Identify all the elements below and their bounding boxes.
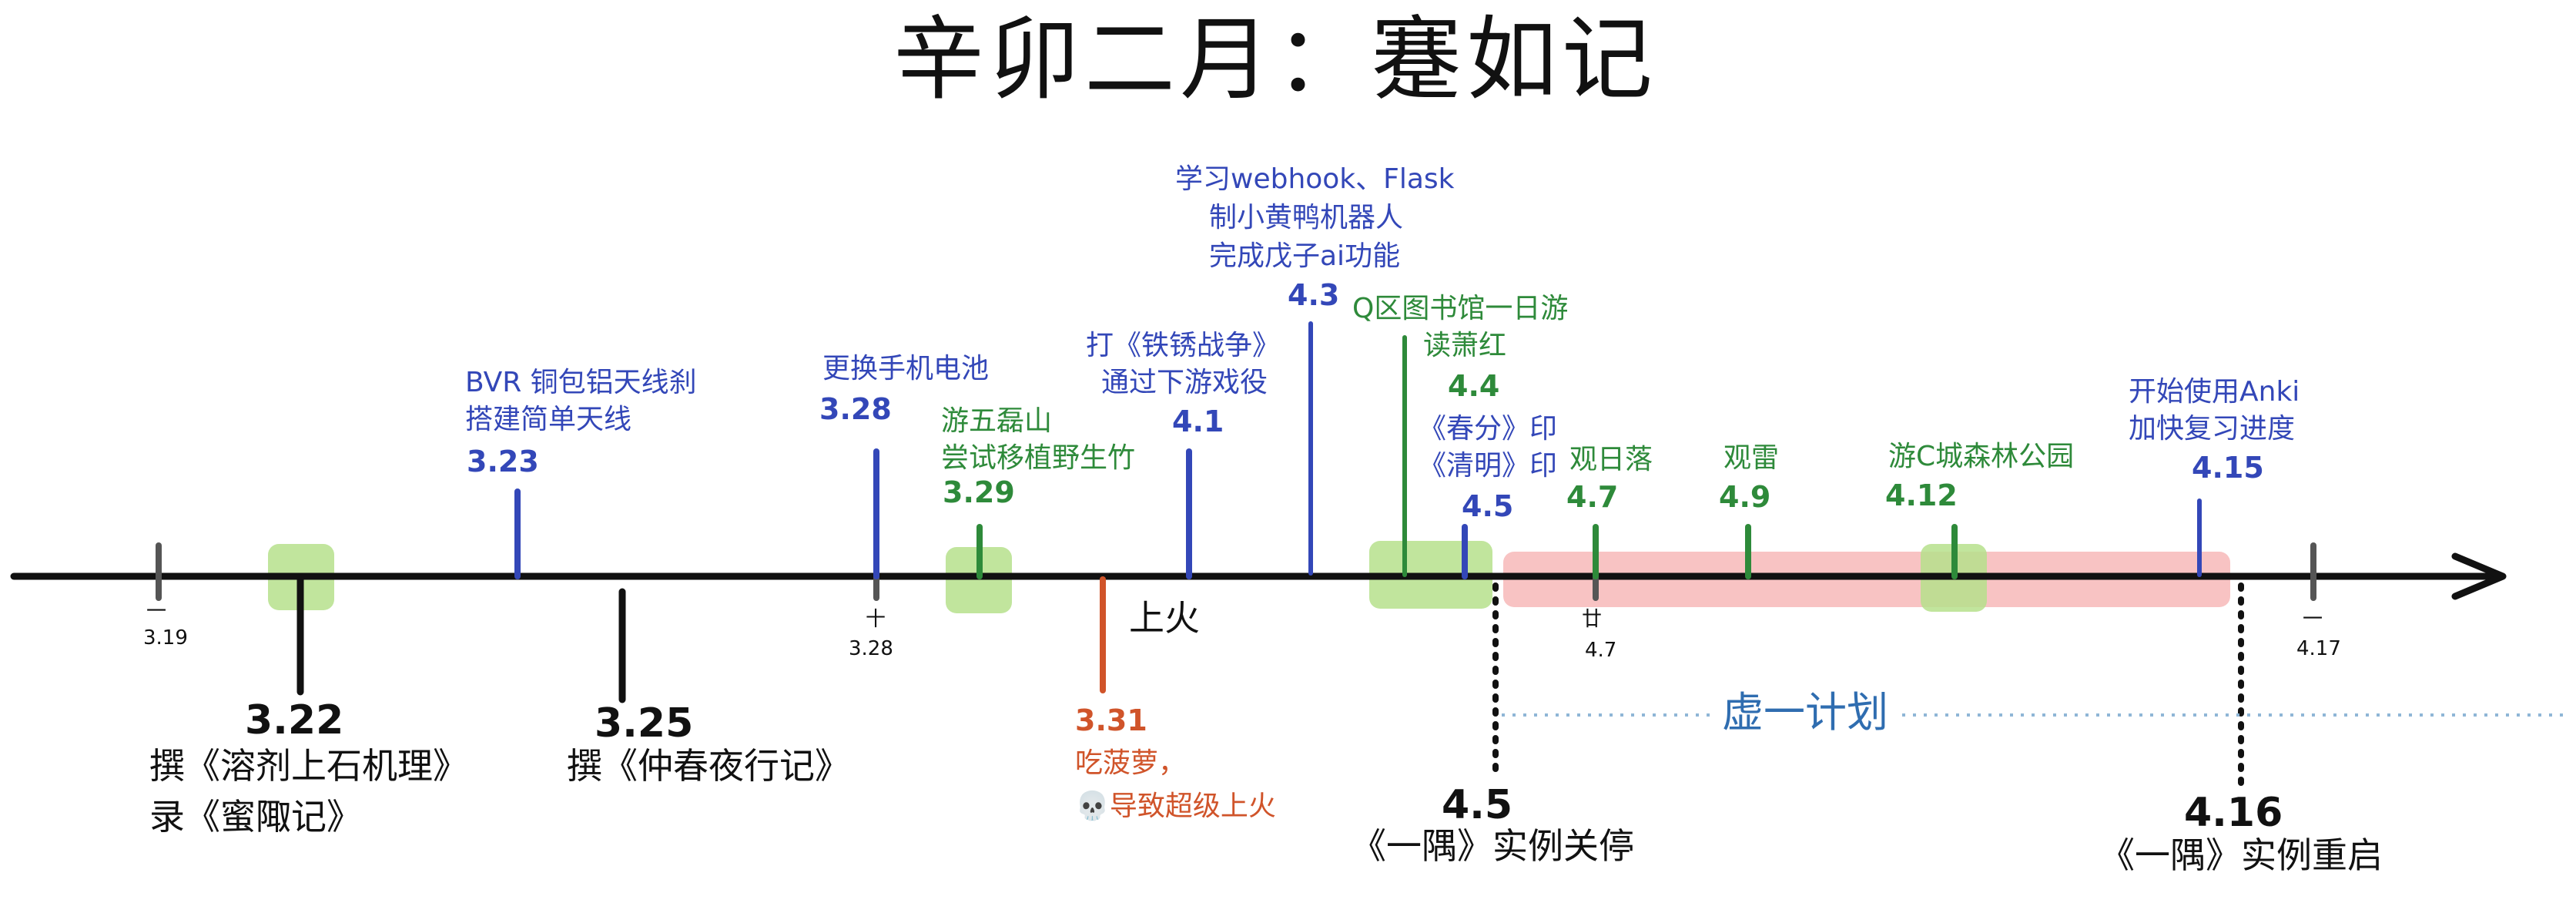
axis-tick-mark-4-7: 廿 <box>1582 608 1603 631</box>
axis-tick-mark-4-17: 一 <box>2303 608 2323 631</box>
event-4-15-line-1: 开始使用Anki <box>2129 376 2300 408</box>
event-3-31-date: 3.31 <box>1075 703 1147 737</box>
event-3-31-line-1: 吃菠萝， <box>1075 747 1187 779</box>
event-3-29-line-1: 游五磊山 <box>941 405 1053 437</box>
event-4-9-line-1: 观雷 <box>1723 442 1780 474</box>
event-3-29-date: 3.29 <box>943 475 1015 509</box>
event-3-25-date: 3.25 <box>595 700 694 747</box>
event-4-3-line-3: 完成戊子ai功能 <box>1209 240 1401 272</box>
event-3-22-line-2: 录《蜜陬记》 <box>149 796 362 838</box>
event-4-5-line-2: 《清明》印 <box>1419 450 1558 482</box>
event-3-29-line-2: 尝试移植野生竹 <box>941 442 1136 474</box>
plan-span-label: 虚一计划 <box>1722 688 1888 737</box>
event-4-12-line-1: 游C城森林公园 <box>1888 441 2075 472</box>
event-4-16-line-1: 《一隅》实例重启 <box>2099 834 2383 876</box>
event-4-4-date: 4.4 <box>1448 369 1500 403</box>
event-4-1-line-2: 通过下游戏役 <box>1101 367 1268 398</box>
axis-tick-date-3-19: 3.19 <box>143 626 188 650</box>
event-4-1-line-1: 打《铁锈战争》 <box>1086 330 1281 361</box>
event-3-31-line-2: 💀导致超级上火 <box>1075 791 1276 822</box>
axis-tick-date-3-28: 3.28 <box>849 637 893 660</box>
event-4-5-below-date: 4.5 <box>1442 782 1513 828</box>
axis-tick-mark-3-28: 十 <box>866 608 886 631</box>
event-4-12-date: 4.12 <box>1885 478 1958 512</box>
event-4-4-line-2: 读萧红 <box>1423 330 1507 361</box>
side-note-shanghuo: 上火 <box>1129 597 1200 639</box>
timeline-arrow-head <box>2451 552 2507 600</box>
axis-tick-mark-3-19: 一 <box>146 600 167 623</box>
event-3-23-line-1: BVR 铜包铝天线刹 <box>465 367 697 398</box>
event-4-15-date: 4.15 <box>2192 451 2264 485</box>
page-title: 辛卯二月：蹇如记 <box>893 6 1658 112</box>
event-4-16-date: 4.16 <box>2184 790 2283 836</box>
event-3-23-line-2: 搭建简单天线 <box>465 404 632 435</box>
event-4-5-date: 4.5 <box>1462 489 1514 523</box>
event-4-3-date: 4.3 <box>1288 278 1340 312</box>
event-3-22-date: 3.22 <box>245 697 344 744</box>
event-4-7-line-1: 观日落 <box>1569 444 1653 475</box>
highlight-pad-3-29 <box>946 547 1012 613</box>
event-4-4-line-1: Q区图书馆一日游 <box>1352 293 1569 324</box>
event-4-5-below-line-1: 《一隅》实例关停 <box>1351 825 1634 867</box>
event-4-7-date: 4.7 <box>1566 480 1619 514</box>
axis-tick-date-4-17: 4.17 <box>2296 637 2341 660</box>
event-3-22-line-1: 撰《溶剂上石机理》 <box>149 745 468 787</box>
event-3-28-line-1: 更换手机电池 <box>822 353 990 384</box>
event-3-25-line-1: 撰《仲春夜行记》 <box>567 745 850 787</box>
event-4-1-date: 4.1 <box>1172 405 1224 438</box>
event-4-15-line-2: 加快复习进度 <box>2129 413 2296 445</box>
event-4-5-line-1: 《春分》印 <box>1419 413 1558 445</box>
event-3-28-date: 3.28 <box>819 392 892 426</box>
axis-tick-date-4-7: 4.7 <box>1585 639 1617 662</box>
event-4-3-line-2: 制小黄鸭机器人 <box>1209 202 1404 233</box>
event-4-9-date: 4.9 <box>1719 480 1771 514</box>
event-4-3-line-1: 学习webhook、Flask <box>1175 163 1455 195</box>
event-3-23-date: 3.23 <box>467 445 539 478</box>
